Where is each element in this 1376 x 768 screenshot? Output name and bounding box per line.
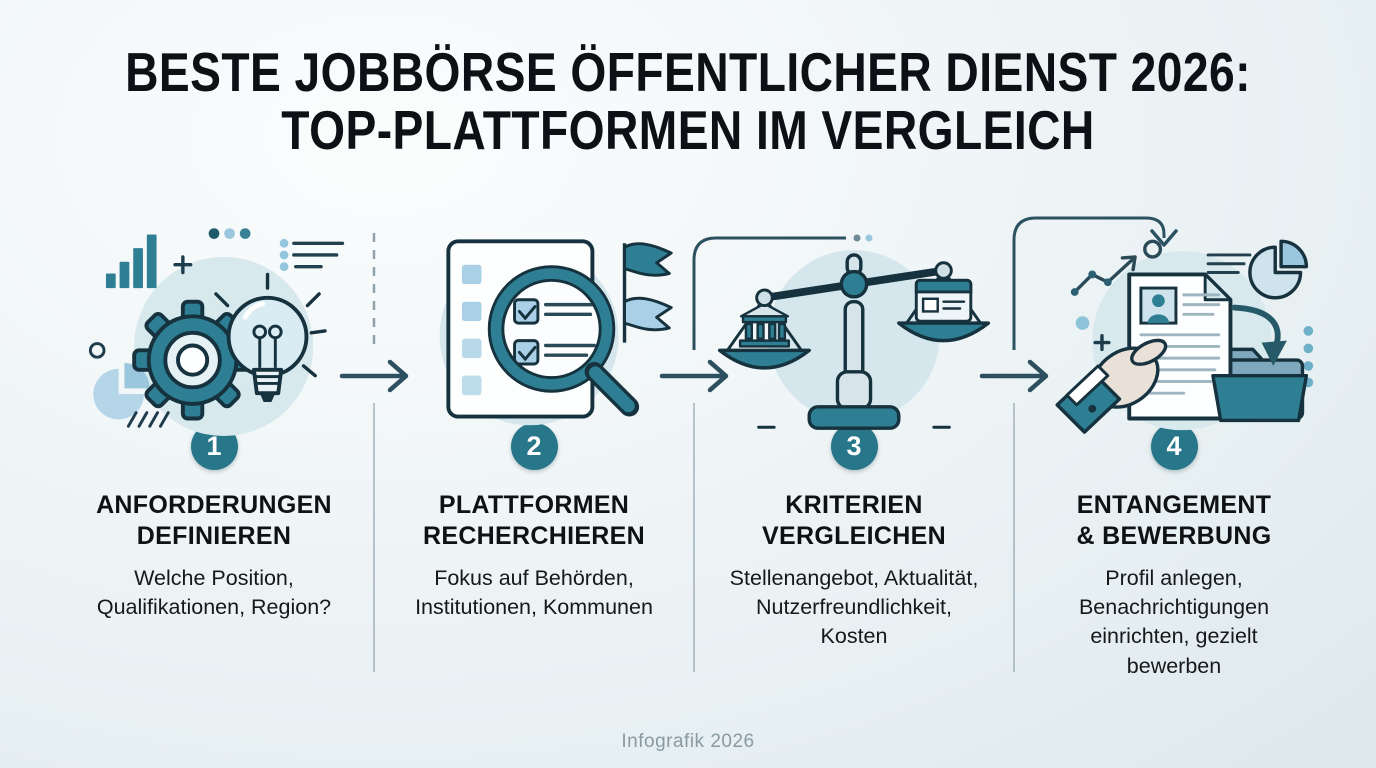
trend-line-icon	[1070, 255, 1137, 296]
pie-chart-icon	[93, 363, 150, 420]
checklist-row	[513, 298, 597, 325]
circle-outline-icon	[88, 342, 106, 359]
title-line-1: BESTE JOBBÖRSE ÖFFENTLICHER DIENST 2026:	[125, 41, 1251, 103]
page-title: BESTE JOBBÖRSE ÖFFENTLICHER DIENST 2026:…	[110, 41, 1266, 161]
step-3: 3 KRITERIEN VERGLEICHEN Stellenangebot, …	[708, 213, 1000, 681]
government-building-icon	[738, 302, 791, 348]
step-number-badge: 4	[1150, 423, 1198, 470]
steps-row: 1 ANFORDERUNGEN DEFINIEREN Welche Positi…	[68, 213, 1320, 681]
corner-connector-3	[1012, 216, 1166, 350]
scale-pivot	[839, 269, 869, 299]
step-description: Welche Position, Qualifikationen, Region…	[96, 566, 332, 620]
dot-icon	[1075, 316, 1090, 330]
footer-caption: Infografik 2026	[621, 731, 755, 752]
flow-arrow-3	[979, 359, 1049, 393]
magnifier-icon	[487, 265, 640, 417]
curved-arrow-icon	[1231, 304, 1287, 366]
browser-window-icon	[914, 278, 973, 323]
flow-arrow-1	[339, 359, 409, 393]
circle-outline-icon	[1143, 239, 1163, 259]
step-4: 4 ENTANGEMENT & BEWERBUNG Profil anlegen…	[1028, 213, 1320, 681]
hand-icon	[1055, 338, 1168, 434]
step-heading: ENTANGEMENT & BEWERBUNG	[1076, 491, 1272, 550]
cv-hand-folder-icon	[1028, 213, 1320, 441]
checklist-magnifier-icon	[388, 213, 680, 441]
flow-arrow-2	[659, 359, 729, 393]
step-2: 2 PLATTFORMEN RECHERCHIEREN Fokus auf Be…	[388, 213, 680, 681]
connector-dot	[865, 234, 873, 242]
plus-icon	[173, 255, 193, 275]
pie-chart-icon	[1248, 239, 1309, 300]
checklist-row	[513, 339, 597, 366]
down-arrowhead-icon	[1150, 229, 1178, 247]
gear-lightbulb-icon	[68, 213, 360, 441]
step-description: Stellenangebot, Aktualität, Nutzerfreund…	[729, 566, 979, 649]
step-1: 1 ANFORDERUNGEN DEFINIEREN Welche Positi…	[68, 213, 360, 681]
step-heading: PLATTFORMEN RECHERCHIEREN	[423, 491, 645, 550]
folder-front	[1211, 373, 1309, 423]
balance-scale-icon	[708, 213, 1000, 441]
step-description: Profil anlegen, Benachrichtigungen einri…	[1078, 566, 1270, 678]
dots-icon	[208, 228, 251, 239]
checkbox-squares	[461, 264, 482, 396]
lightbulb-icon	[214, 272, 327, 402]
step-heading: ANFORDERUNGEN DEFINIEREN	[96, 491, 332, 550]
bar-chart-icon	[105, 234, 157, 289]
step-heading: KRITERIEN VERGLEICHEN	[762, 491, 946, 550]
list-icon	[279, 238, 345, 272]
step-description: Fokus auf Behörden, Institutionen, Kommu…	[415, 566, 653, 620]
corner-connector-2	[692, 236, 846, 350]
connector-dot	[853, 234, 861, 242]
step-number-badge: 2	[510, 423, 558, 470]
title-line-2: TOP-PLATTFORMEN IM VERGLEICH	[281, 98, 1095, 161]
plus-icon	[1093, 334, 1111, 352]
slashes-icon	[126, 411, 170, 428]
flags-icon	[622, 242, 673, 343]
step-number-badge: 3	[830, 423, 878, 470]
scale-base	[807, 405, 901, 430]
list-icon	[1206, 253, 1252, 274]
